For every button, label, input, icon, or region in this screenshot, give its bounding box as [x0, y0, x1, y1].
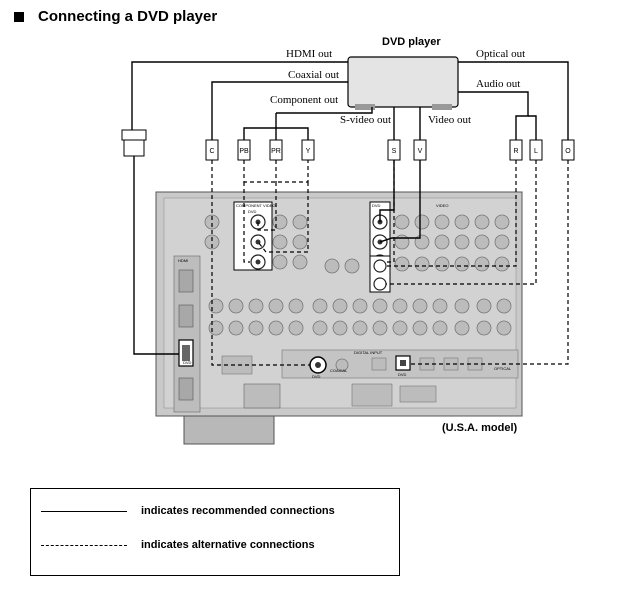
receiver-label-video: VIDEO [436, 203, 448, 208]
legend-box: indicates recommended connections indica… [30, 488, 400, 576]
plug-label-l: L [534, 148, 538, 155]
receiver-label-hdmi: HDMI [178, 258, 188, 263]
hdmi-out-label: HDMI out [286, 48, 333, 60]
receiver-label-video-dvd: DVD [372, 203, 381, 208]
video-plug [413, 139, 427, 161]
plug-label-r: R [513, 148, 518, 155]
coaxial-plug [205, 139, 219, 161]
video-out-label: Video out [428, 114, 472, 126]
legend-alternative: indicates alternative connections [41, 539, 315, 551]
dvd-player-box [347, 56, 459, 108]
optical-out-label: Optical out [476, 48, 526, 60]
receiver-base [183, 411, 275, 445]
audio-l-plug [529, 139, 543, 161]
section-heading: Connecting a DVD player [14, 8, 217, 25]
plug-label-c: C [209, 148, 214, 155]
dvd-player-label: DVD player [382, 36, 441, 48]
solid-line-swatch [41, 510, 127, 512]
pb-plug [237, 139, 251, 161]
audio-r-plug [509, 139, 523, 161]
receiver-label-optical-dvd: DVD [398, 372, 407, 377]
audio-out-label: Audio out [476, 78, 521, 90]
model-label: (U.S.A. model) [442, 422, 518, 434]
receiver-label-hdmi-dvd: DVD [183, 360, 192, 365]
plug-label-o: O [565, 148, 571, 155]
legend-recommended-text: indicates recommended connections [141, 505, 335, 517]
receiver-label-component-video: COMPONENT VIDEO [236, 203, 276, 208]
svideo-plug [387, 139, 401, 161]
pr-plug [269, 139, 283, 161]
component-out-label: Component out [270, 94, 339, 106]
receiver-label-digital-input: DIGITAL INPUT [354, 350, 383, 355]
receiver-label-coaxial: COAXIAL [330, 368, 348, 373]
optical-plug [561, 139, 575, 161]
plug-label-v: V [418, 148, 423, 155]
heading-bullet [14, 11, 24, 22]
legend-alternative-text: indicates alternative connections [141, 539, 315, 551]
plug-label-pb: PB [239, 148, 249, 155]
receiver-label-coaxial-dvd: DVD [312, 374, 321, 379]
plug-label-s: S [392, 148, 397, 155]
hdmi-plug [121, 129, 147, 157]
plug-label-pr: PR [271, 148, 281, 155]
svideo-out-label: S-video out [340, 114, 392, 126]
receiver-label-component-dvd: DVD [248, 209, 257, 214]
plug-label-y: Y [306, 148, 311, 155]
dashed-line-swatch [41, 544, 127, 546]
coaxial-out-label: Coaxial out [288, 69, 340, 81]
receiver-label-optical: OPTICAL [494, 366, 512, 371]
y-plug [301, 139, 315, 161]
legend-recommended: indicates recommended connections [41, 505, 335, 517]
section-title: Connecting a DVD player [38, 8, 218, 25]
